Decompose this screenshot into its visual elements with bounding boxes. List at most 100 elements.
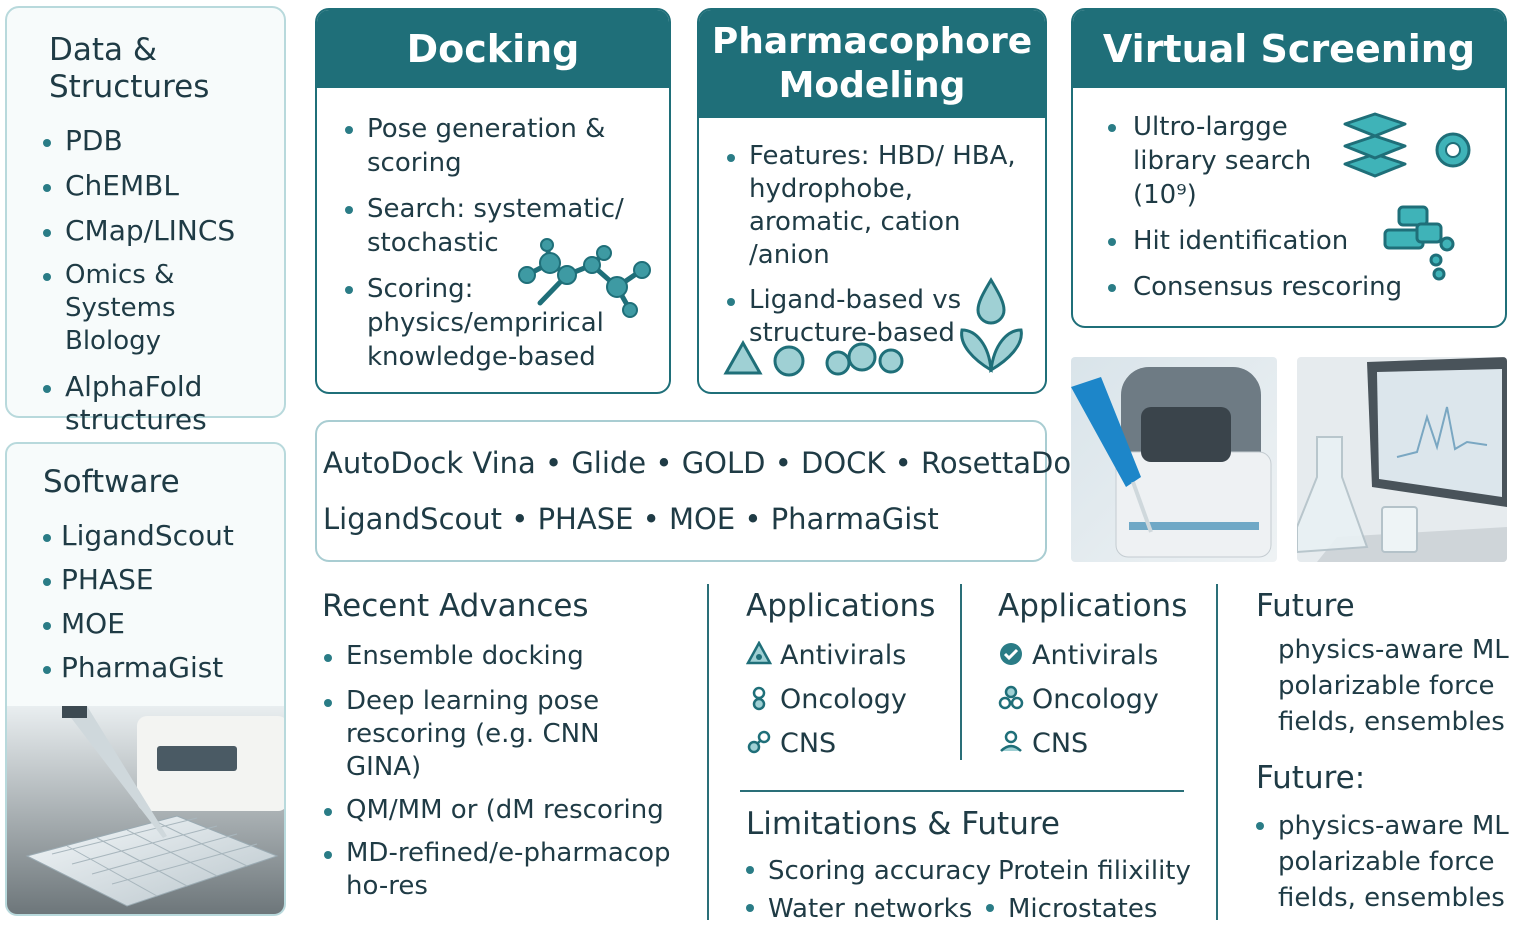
- future-text-line: polarizable force: [1278, 847, 1495, 877]
- future-list-2: physics-aware ML polarizable force field…: [1256, 808, 1509, 916]
- cells-icon: [998, 685, 1024, 710]
- application-label: Oncology: [780, 684, 907, 715]
- docking-title: Docking: [317, 10, 669, 88]
- list-item: Search: systematic/ stochastic: [345, 192, 627, 260]
- list-item: Features: HBD/ HBA, hydrophobe, aromatic…: [727, 140, 1044, 272]
- virus-icon: [746, 641, 772, 665]
- data-structures-title-line1: Data &: [49, 32, 158, 68]
- list-item: Deep learning pose rescoring (e.g. CNN G…: [324, 685, 676, 784]
- recent-advances-section: Recent Advances Ensemble docking Deep le…: [322, 588, 702, 903]
- virtual-screening-title: Virtual Screening: [1073, 10, 1505, 88]
- oncology-icon: [752, 686, 766, 711]
- application-item: Antivirals: [998, 638, 1198, 674]
- list-item: Omics & Systems Blology: [43, 259, 275, 358]
- future-text-line: polarizable force: [1278, 671, 1495, 701]
- list-item: Scoring accuracy: [745, 852, 991, 890]
- virtual-screening-card: Virtual Screening Ultro-largge library s…: [1071, 8, 1507, 328]
- pharmacophore-card: Pharmacophore Modeling Features: HBD/ HB…: [697, 8, 1047, 394]
- limitations-section: Limitations & Future Scoring accuracy Wa…: [745, 806, 1196, 929]
- list-item: physics-aware ML polarizable force field…: [1256, 808, 1509, 916]
- laptop-beaker-photo: [1297, 357, 1507, 562]
- hit-molecule-icon: [1383, 205, 1455, 281]
- divider-vertical: [1216, 584, 1218, 920]
- application-label: Antivirals: [1032, 640, 1159, 671]
- application-label: Oncology: [1032, 684, 1159, 715]
- list-item: QM/MM or (dM rescoring: [324, 794, 702, 827]
- list-item: Pose generation & scoring: [345, 112, 657, 180]
- pharmacophore-title-line2: Modeling: [778, 65, 966, 106]
- future-section-2: Future: physics-aware ML polarizable for…: [1256, 760, 1509, 916]
- list-item: ChEMBL: [43, 169, 275, 202]
- docking-tools-row: AutoDock Vina • Glide • GOLD • DOCK • Ro…: [323, 446, 1104, 480]
- future-section-1: Future physics-aware ML polarizable forc…: [1256, 588, 1509, 740]
- data-structures-list: PDB ChEMBL CMap/LINCS Omics & Systems Bl…: [43, 124, 275, 448]
- pharmacophore-title: Pharmacophore Modeling: [699, 10, 1045, 118]
- list-item: LigandScout: [43, 519, 234, 552]
- list-item: CMap/LINCS: [43, 214, 275, 247]
- software-tools-box: AutoDock Vina • Glide • GOLD • DOCK • Ro…: [315, 420, 1104, 562]
- applications-section-1: Applications Antivirals Oncology CNS: [746, 588, 956, 770]
- future-text-line: physics-aware ML: [1278, 635, 1509, 665]
- divider-vertical: [960, 584, 962, 760]
- application-label: CNS: [780, 728, 837, 759]
- list-item: MD-refined/e-pharmacopho-res: [324, 837, 676, 903]
- layers-icon: [1343, 112, 1407, 178]
- future-text-line: fields, ensembles: [1278, 883, 1505, 913]
- check-circle-icon: [1000, 643, 1022, 665]
- list-item: Consensus rescoring: [1108, 270, 1433, 304]
- limitations-item-2: Protein filixility: [998, 856, 1191, 886]
- list-item: Hit identification: [1108, 224, 1373, 258]
- data-structures-panel: Data & Structures PDB ChEMBL CMap/LINCS …: [5, 6, 286, 436]
- future-text-1: physics-aware ML polarizable force field…: [1278, 632, 1509, 740]
- recent-advances-list: Ensemble docking Deep learning pose resc…: [324, 640, 702, 903]
- list-item: PHASE: [43, 563, 234, 597]
- divider-horizontal: [740, 790, 1184, 792]
- application-label: CNS: [1032, 728, 1089, 759]
- software-list: LigandScout PHASE MOE PharmaGist: [43, 519, 234, 695]
- virtual-screening-list: Ultro-largge library search (10⁹) Hit id…: [1108, 110, 1402, 316]
- list-item: PharmaGist: [43, 651, 234, 685]
- list-item: MOE: [43, 607, 234, 641]
- software-title: Software: [43, 464, 180, 500]
- pharmacophore-title-line1: Pharmacophore: [711, 21, 1033, 62]
- limitations-list-2: Microstates: [985, 890, 1157, 928]
- application-item: Oncology: [998, 682, 1198, 718]
- list-item: Water networks: [745, 890, 991, 928]
- future-text-line: physics-aware ML: [1278, 811, 1509, 841]
- applications-title-1: Applications: [746, 588, 936, 624]
- plant-drop-icon: [960, 277, 1023, 373]
- future-title-1: Future: [1256, 588, 1355, 624]
- data-structures-title: Data & Structures: [49, 32, 209, 106]
- application-item: CNS: [998, 726, 1198, 762]
- list-item: Ligand-based vs structure-based: [727, 284, 969, 350]
- recent-advances-title: Recent Advances: [322, 588, 589, 624]
- brain-link-icon: [747, 730, 771, 754]
- future-text-line: fields, ensembles: [1278, 707, 1505, 737]
- docking-list: Pose generation & scoring Search: system…: [345, 112, 657, 386]
- pharmacophore-features-icon: [723, 339, 904, 377]
- list-item: AlphaFold structures: [43, 370, 265, 436]
- software-panel: Software LigandScout PHASE MOE PharmaGis…: [5, 442, 286, 916]
- neuron-icon: [1000, 730, 1022, 752]
- application-item: CNS: [746, 726, 956, 762]
- pharmacophore-list: Features: HBD/ HBA, hydrophobe, aromatic…: [727, 140, 1044, 362]
- list-item: Microstates: [985, 890, 1157, 928]
- data-structures-title-line2: Structures: [49, 69, 210, 105]
- instrument-photo: [1071, 357, 1277, 562]
- application-label: Antivirals: [780, 640, 907, 671]
- applications-title-2: Applications: [998, 588, 1188, 624]
- list-item: Ultro-largge library search (10⁹): [1108, 110, 1318, 212]
- applications-section-2: Applications Antivirals Oncology CNS: [998, 588, 1198, 770]
- list-item: Scoring: physics/emprirical knowledge-ba…: [345, 272, 627, 374]
- limitations-title: Limitations & Future: [746, 806, 1060, 842]
- target-icon: [1435, 132, 1471, 168]
- pharmacophore-tools-row: LigandScout • PHASE • MOE • PharmaGist: [323, 502, 939, 536]
- divider-vertical: [707, 584, 709, 920]
- list-item: Ensemble docking: [324, 640, 702, 673]
- future-title-2: Future:: [1256, 760, 1366, 796]
- application-item: Oncology: [746, 682, 956, 718]
- application-item: Antivirals: [746, 638, 956, 674]
- limitations-list-1: Scoring accuracy Water networks: [745, 852, 991, 928]
- docking-card: Docking Pose generation & scoring Search…: [315, 8, 671, 394]
- lab-pipette-photo: [7, 706, 284, 914]
